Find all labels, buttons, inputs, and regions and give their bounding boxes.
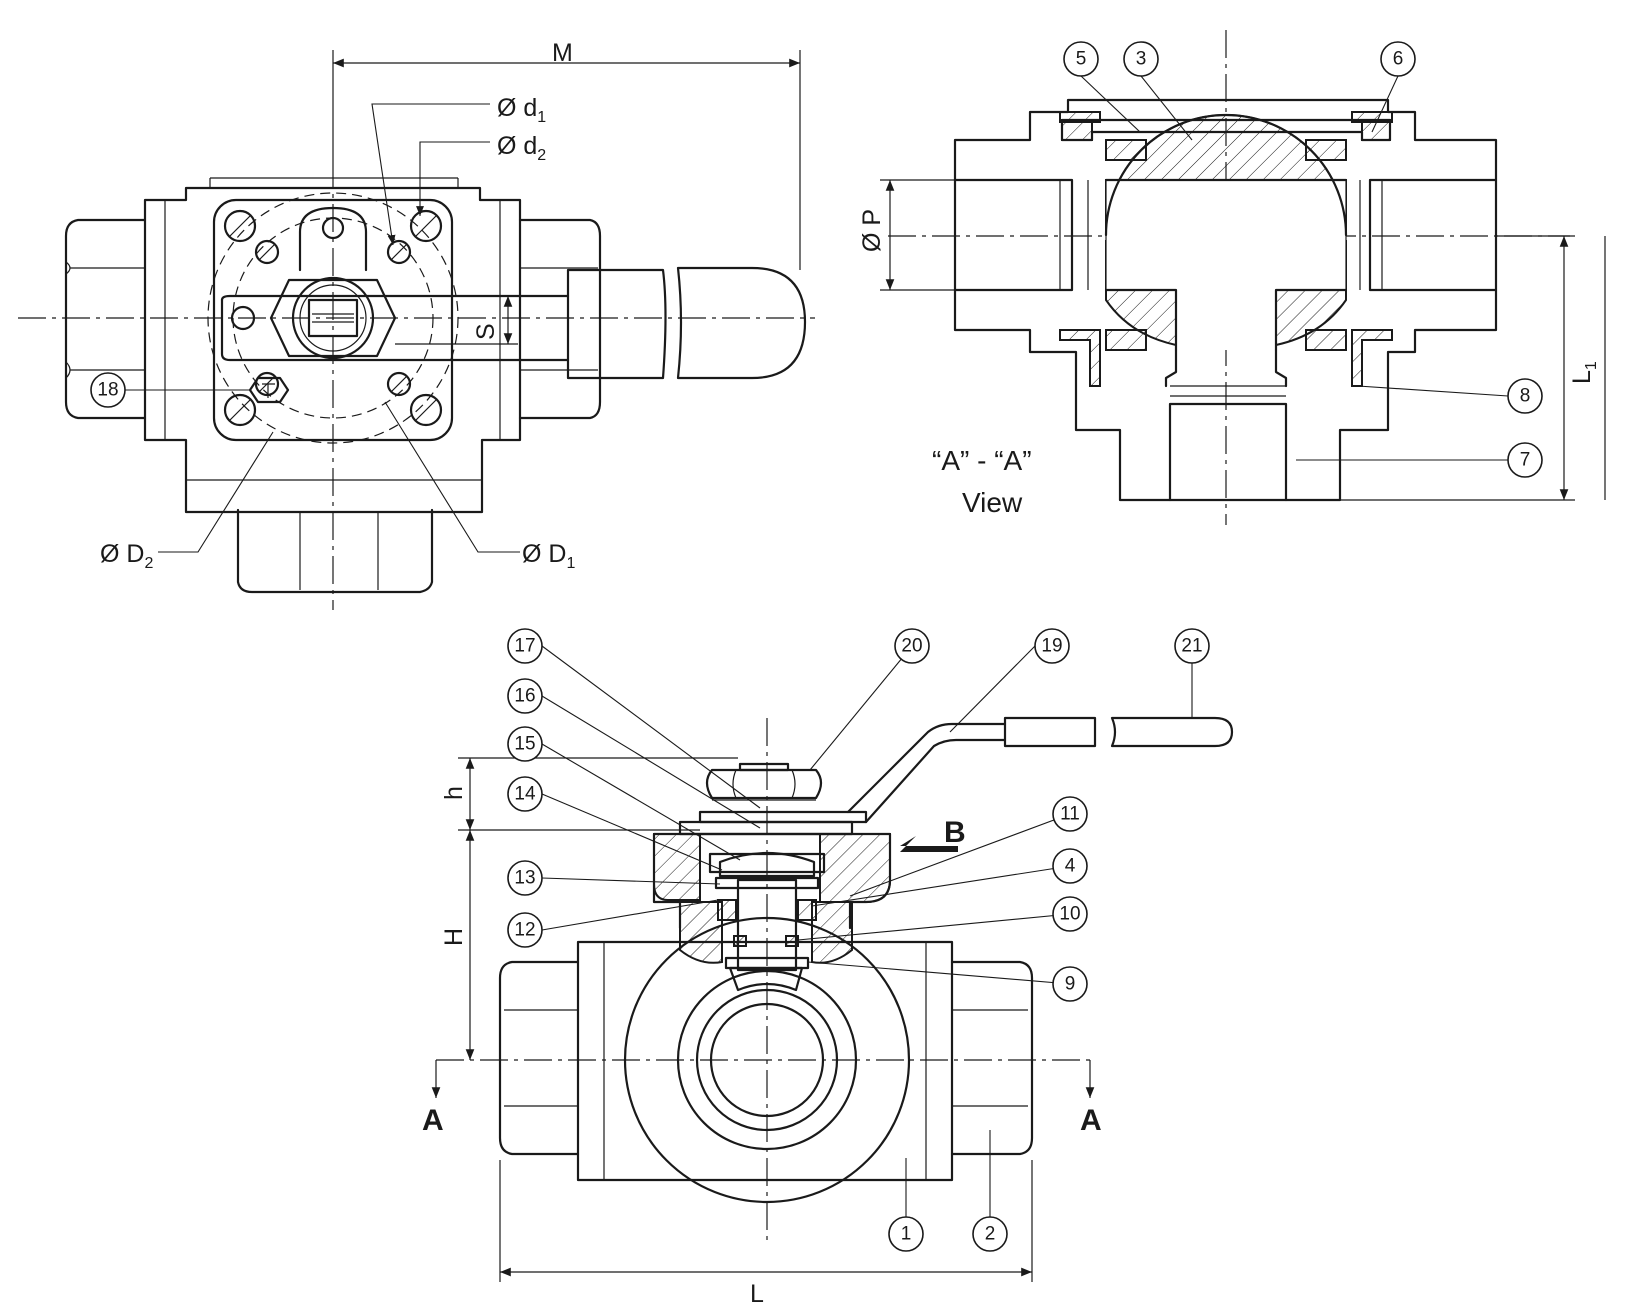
top-view bbox=[18, 50, 815, 610]
part-callout: 15 bbox=[507, 726, 543, 762]
svg-text:2: 2 bbox=[985, 1224, 996, 1245]
part-callout: 5 bbox=[1063, 41, 1099, 77]
dim-L: L bbox=[750, 1280, 764, 1308]
part-callout: 11 bbox=[1052, 796, 1088, 832]
front-view bbox=[431, 645, 1234, 1282]
svg-text:21: 21 bbox=[1181, 636, 1202, 657]
svg-text:16: 16 bbox=[514, 686, 535, 707]
part-callout: 3 bbox=[1123, 41, 1159, 77]
section-view-title: “A” - “A” bbox=[932, 445, 1032, 476]
dim-d2: Ø d2 bbox=[497, 132, 546, 164]
dimension-labels: M Ø d1 Ø d2 Ø D1 Ø D2 S Ø P L1 h H L “A”… bbox=[100, 39, 1600, 1308]
part-callout: 20 bbox=[894, 628, 930, 664]
section-marker-right: A bbox=[1080, 1104, 1102, 1137]
part-callouts: 1 2 3 4 5 6 7 8 9 10 11 12 13 14 15 16 1… bbox=[90, 41, 1543, 1252]
part-callout: 18 bbox=[90, 372, 126, 408]
svg-text:7: 7 bbox=[1520, 450, 1531, 471]
svg-text:5: 5 bbox=[1076, 49, 1087, 70]
svg-text:9: 9 bbox=[1065, 974, 1076, 995]
part-callout: 19 bbox=[1034, 628, 1070, 664]
dim-H: H bbox=[440, 928, 468, 946]
part-callout: 6 bbox=[1380, 41, 1416, 77]
part-callout: 14 bbox=[507, 776, 543, 812]
part-callout: 2 bbox=[972, 1216, 1008, 1252]
part-callout: 10 bbox=[1052, 896, 1088, 932]
svg-text:4: 4 bbox=[1065, 856, 1076, 877]
svg-text:17: 17 bbox=[514, 636, 535, 657]
svg-text:18: 18 bbox=[97, 380, 118, 401]
dim-d1: Ø d1 bbox=[497, 94, 546, 126]
svg-text:12: 12 bbox=[514, 920, 535, 941]
svg-text:11: 11 bbox=[1060, 804, 1080, 825]
part-callout: 13 bbox=[507, 860, 543, 896]
svg-text:8: 8 bbox=[1520, 386, 1531, 407]
dim-S: S bbox=[472, 323, 500, 340]
part-callout: 7 bbox=[1507, 442, 1543, 478]
part-callout: 9 bbox=[1052, 966, 1088, 1002]
dim-P: Ø P bbox=[858, 209, 886, 252]
svg-text:15: 15 bbox=[514, 734, 535, 755]
view-arrow-b: B bbox=[944, 816, 966, 849]
part-callout: 1 bbox=[888, 1216, 924, 1252]
svg-text:3: 3 bbox=[1136, 49, 1147, 70]
part-callout: 4 bbox=[1052, 848, 1088, 884]
section-view-subtitle: View bbox=[962, 487, 1023, 518]
svg-text:13: 13 bbox=[514, 868, 535, 889]
dim-h: h bbox=[440, 786, 468, 800]
svg-text:6: 6 bbox=[1393, 49, 1404, 70]
section-marker-left: A bbox=[422, 1104, 444, 1137]
part-callout: 21 bbox=[1174, 628, 1210, 664]
svg-text:1: 1 bbox=[901, 1224, 912, 1245]
svg-text:14: 14 bbox=[514, 784, 536, 805]
dim-D1: Ø D1 bbox=[522, 540, 575, 572]
dim-L1: L1 bbox=[1568, 361, 1600, 384]
part-callout: 8 bbox=[1507, 378, 1543, 414]
part-callout: 12 bbox=[507, 912, 543, 948]
svg-text:19: 19 bbox=[1041, 636, 1062, 657]
svg-text:10: 10 bbox=[1059, 904, 1080, 925]
dim-M: M bbox=[552, 39, 573, 67]
svg-text:20: 20 bbox=[901, 636, 922, 657]
part-callout: 16 bbox=[507, 678, 543, 714]
section-view bbox=[880, 30, 1606, 525]
part-callout: 17 bbox=[507, 628, 543, 664]
dim-D2: Ø D2 bbox=[100, 540, 153, 572]
